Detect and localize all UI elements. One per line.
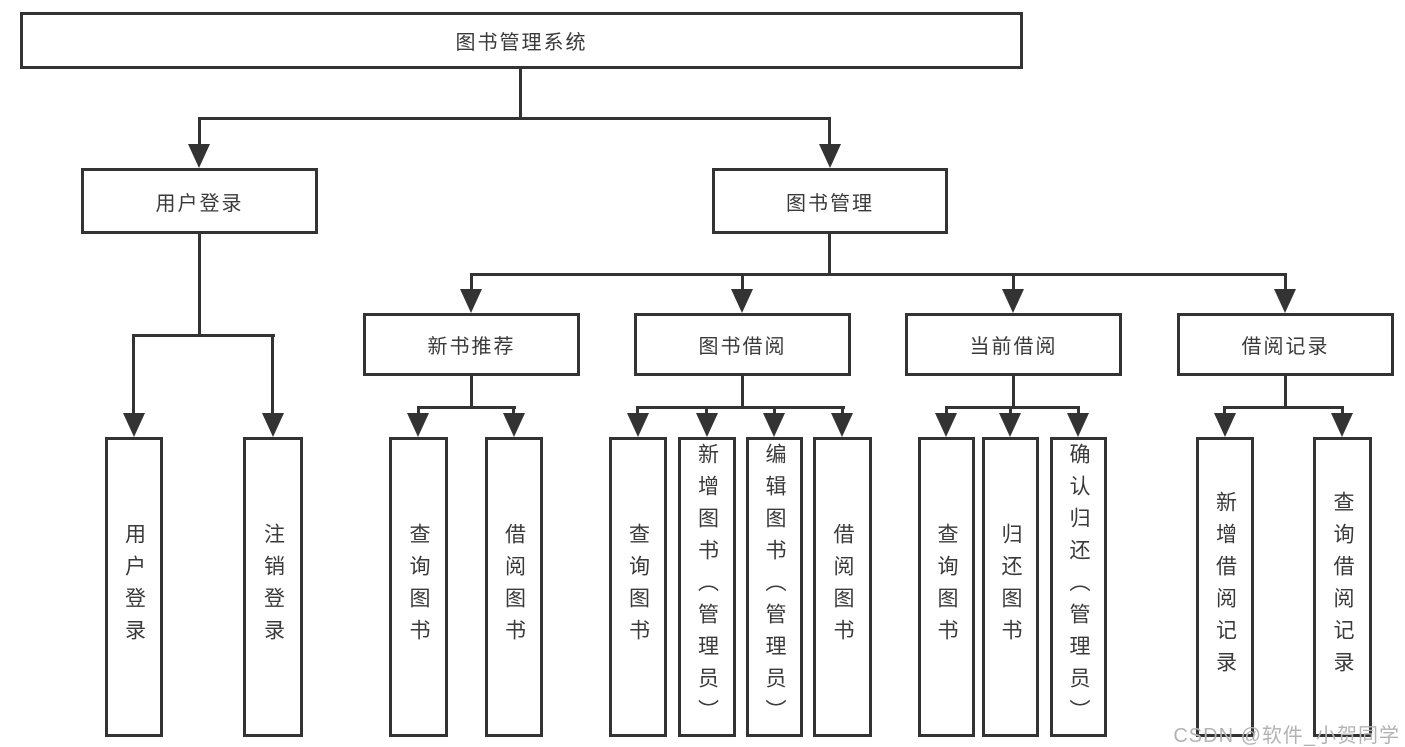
node-user-login-branch: 用户登录 xyxy=(81,168,318,234)
arrowhead-down xyxy=(1214,413,1236,437)
connector-line-v xyxy=(741,273,744,298)
connector-line-h xyxy=(470,273,1287,276)
leaf-return-books: 归还图书 xyxy=(982,437,1039,737)
leaf-query-books-current: 查询图书 xyxy=(918,437,975,737)
node-root: 图书管理系统 xyxy=(20,12,1023,69)
connector-line-v xyxy=(828,234,831,276)
node-label: 查询借阅记录 xyxy=(1331,491,1354,683)
node-borrowing-records: 借阅记录 xyxy=(1177,313,1394,376)
connector-line-h xyxy=(945,406,1080,409)
node-label: 当前借阅 xyxy=(969,336,1058,358)
connector-line-v xyxy=(271,334,274,424)
arrowhead-down xyxy=(763,413,785,437)
connector-line-v xyxy=(1284,273,1287,298)
connector-line-h xyxy=(132,334,275,337)
node-label: 用户登录 xyxy=(155,192,244,215)
connector-line-v xyxy=(198,234,201,337)
node-label: 新书推荐 xyxy=(427,336,516,358)
watermark: CSDN @软件_小贺同学 xyxy=(1173,725,1400,747)
arrowhead-down xyxy=(188,144,210,168)
leaf-borrow-books-recommend: 借阅图书 xyxy=(485,437,543,737)
node-label: 图书管理系统 xyxy=(455,32,588,54)
arrowhead-down xyxy=(696,413,718,437)
node-label: 编辑图书（管理员） xyxy=(763,443,786,731)
node-label: 归还图书 xyxy=(999,523,1022,651)
node-label: 确认归还（管理员） xyxy=(1067,443,1090,731)
connector-line-v xyxy=(470,273,473,298)
node-label: 查询图书 xyxy=(935,523,958,651)
leaf-logout: 注销登录 xyxy=(243,437,303,737)
node-book-borrowing: 图书借阅 xyxy=(634,313,851,376)
connector-line-v xyxy=(198,117,201,152)
node-label: 新增图书（管理员） xyxy=(695,443,719,731)
arrowhead-down xyxy=(503,413,525,437)
node-label: 图书管理 xyxy=(786,192,874,215)
arrowhead-down xyxy=(1002,289,1024,313)
connector-line-v xyxy=(1284,375,1287,409)
node-book-management: 图书管理 xyxy=(712,168,948,234)
connector-line-v xyxy=(470,375,473,409)
node-label: 用户登录 xyxy=(122,523,146,651)
connector-line-v xyxy=(132,334,135,424)
arrowhead-down xyxy=(123,413,145,437)
node-label: 查询图书 xyxy=(407,523,430,651)
node-label: 借阅图书 xyxy=(502,523,526,651)
node-label: 新增借阅记录 xyxy=(1213,491,1237,683)
connector-line-h xyxy=(637,406,845,409)
arrowhead-down xyxy=(627,413,649,437)
arrowhead-down xyxy=(935,413,957,437)
leaf-edit-book-admin: 编辑图书（管理员） xyxy=(746,437,803,737)
node-label: 借阅图书 xyxy=(831,523,854,651)
arrowhead-down xyxy=(999,413,1021,437)
arrowhead-down xyxy=(1331,413,1353,437)
connector-line-v xyxy=(1012,273,1015,298)
leaf-add-borrow-record: 新增借阅记录 xyxy=(1196,437,1254,737)
node-label: 借阅记录 xyxy=(1241,336,1330,358)
arrowhead-down xyxy=(819,144,841,168)
connector-line-v xyxy=(828,117,831,152)
arrowhead-down xyxy=(460,289,482,313)
leaf-query-books-borrow: 查询图书 xyxy=(609,437,667,737)
leaf-confirm-return-admin: 确认归还（管理员） xyxy=(1050,437,1107,737)
node-label: 图书借阅 xyxy=(698,336,787,358)
node-label: 注销登录 xyxy=(261,523,285,651)
connector-line-v xyxy=(741,375,744,409)
arrowhead-down xyxy=(831,413,853,437)
arrowhead-down xyxy=(262,413,284,437)
leaf-query-books-recommend: 查询图书 xyxy=(389,437,448,737)
arrowhead-down xyxy=(1274,289,1296,313)
connector-line-h xyxy=(198,117,831,120)
leaf-borrow-books-borrow: 借阅图书 xyxy=(813,437,872,737)
leaf-query-borrow-record: 查询借阅记录 xyxy=(1313,437,1372,737)
arrowhead-down xyxy=(407,413,429,437)
node-current-borrowing: 当前借阅 xyxy=(905,313,1122,376)
node-label: 查询图书 xyxy=(626,523,650,651)
connector-line-h xyxy=(1223,406,1343,409)
arrowhead-down xyxy=(1067,413,1089,437)
leaf-add-book-admin: 新增图书（管理员） xyxy=(678,437,736,737)
arrowhead-down xyxy=(731,289,753,313)
leaf-user-login: 用户登录 xyxy=(105,437,163,737)
node-new-book-recommendation: 新书推荐 xyxy=(363,313,580,376)
connector-line-v xyxy=(519,68,522,120)
connector-line-v xyxy=(1012,375,1015,409)
connector-line-h xyxy=(417,406,516,409)
